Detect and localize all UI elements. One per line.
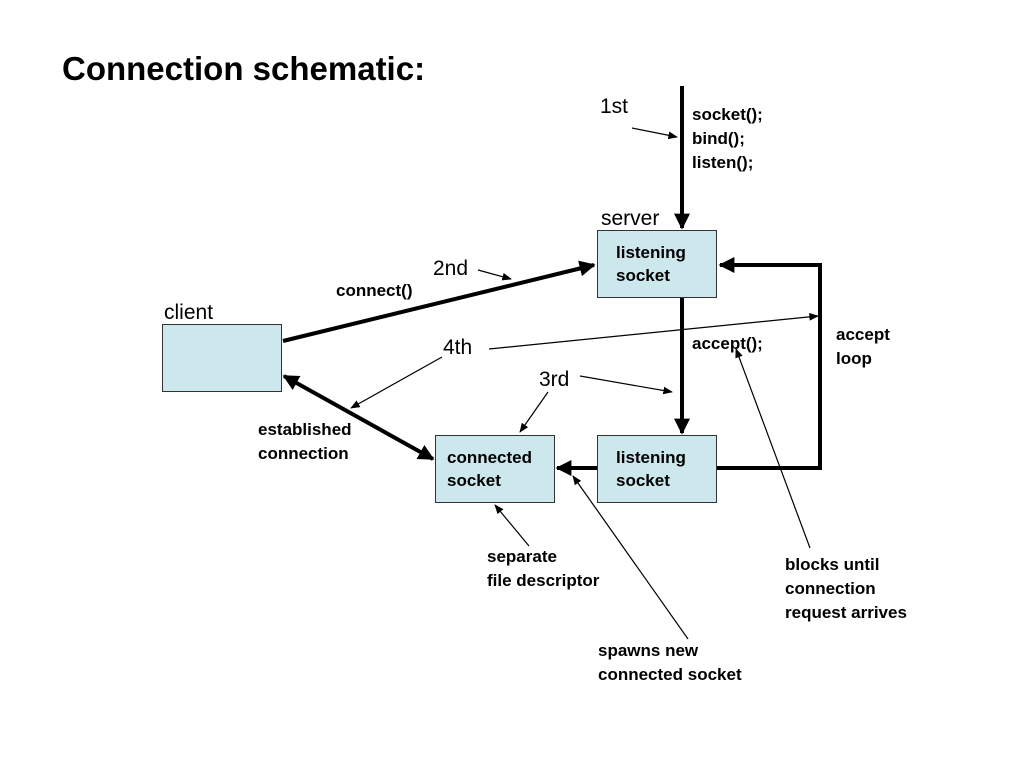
fourth-pointer-established bbox=[350, 356, 443, 409]
box-line: listening bbox=[616, 448, 686, 467]
third-pointer-accept bbox=[579, 375, 673, 395]
label-third: 3rd bbox=[539, 368, 570, 391]
box-line: socket bbox=[616, 266, 670, 285]
label-setup-calls: socket(); bind(); listen(); bbox=[692, 103, 763, 175]
label-accept-loop: accept loop bbox=[836, 323, 890, 371]
blocks-line: blocks until bbox=[785, 555, 880, 574]
box-line: socket bbox=[447, 471, 501, 490]
third-pointer-connected bbox=[519, 391, 549, 433]
accept-loop-path bbox=[717, 257, 822, 470]
blocks-pointer bbox=[735, 348, 811, 549]
first-pointer bbox=[631, 127, 678, 140]
established-line: connection bbox=[258, 444, 349, 463]
second-pointer bbox=[477, 269, 512, 281]
setup-call-line: listen(); bbox=[692, 153, 754, 172]
label-blocks: blocks until connection request arrives bbox=[785, 553, 907, 625]
label-second: 2nd bbox=[433, 257, 469, 280]
client-box bbox=[162, 324, 282, 392]
label-fourth: 4th bbox=[443, 336, 473, 359]
label-accept-call: accept(); bbox=[692, 334, 763, 353]
accept-loop-line: loop bbox=[836, 349, 872, 368]
spawns-line: spawns new bbox=[598, 641, 699, 660]
label-separate-fd: separate file descriptor bbox=[487, 545, 599, 593]
fourth-pointer-loop bbox=[488, 313, 819, 350]
box-line: connected bbox=[447, 448, 533, 467]
listening-socket-bottom: listening socket bbox=[597, 435, 717, 503]
separate-fd-pointer bbox=[494, 504, 530, 547]
blocks-line: connection bbox=[785, 579, 876, 598]
label-server: server bbox=[601, 207, 660, 230]
connected-socket: connected socket bbox=[435, 435, 555, 503]
listening-socket-top: listening socket bbox=[597, 230, 717, 298]
separate-fd-line: file descriptor bbox=[487, 571, 600, 590]
accept-loop-line: accept bbox=[836, 325, 890, 344]
label-client: client bbox=[164, 301, 214, 324]
diagram-title: Connection schematic: bbox=[62, 50, 426, 87]
blocks-line: request arrives bbox=[785, 603, 907, 622]
connect-arrow bbox=[282, 260, 596, 343]
label-established: established connection bbox=[258, 418, 352, 466]
setup-call-line: bind(); bbox=[692, 129, 745, 148]
spawns-line: connected socket bbox=[598, 665, 742, 684]
label-connect-call: connect() bbox=[336, 281, 413, 300]
established-arrow bbox=[282, 374, 435, 461]
label-first: 1st bbox=[600, 95, 629, 118]
separate-fd-line: separate bbox=[487, 547, 557, 566]
box-line: listening bbox=[616, 243, 686, 262]
spawns-pointer bbox=[572, 475, 689, 640]
box-line: socket bbox=[616, 471, 670, 490]
label-spawns: spawns new connected socket bbox=[598, 639, 742, 687]
established-line: established bbox=[258, 420, 352, 439]
setup-call-line: socket(); bbox=[692, 105, 763, 124]
